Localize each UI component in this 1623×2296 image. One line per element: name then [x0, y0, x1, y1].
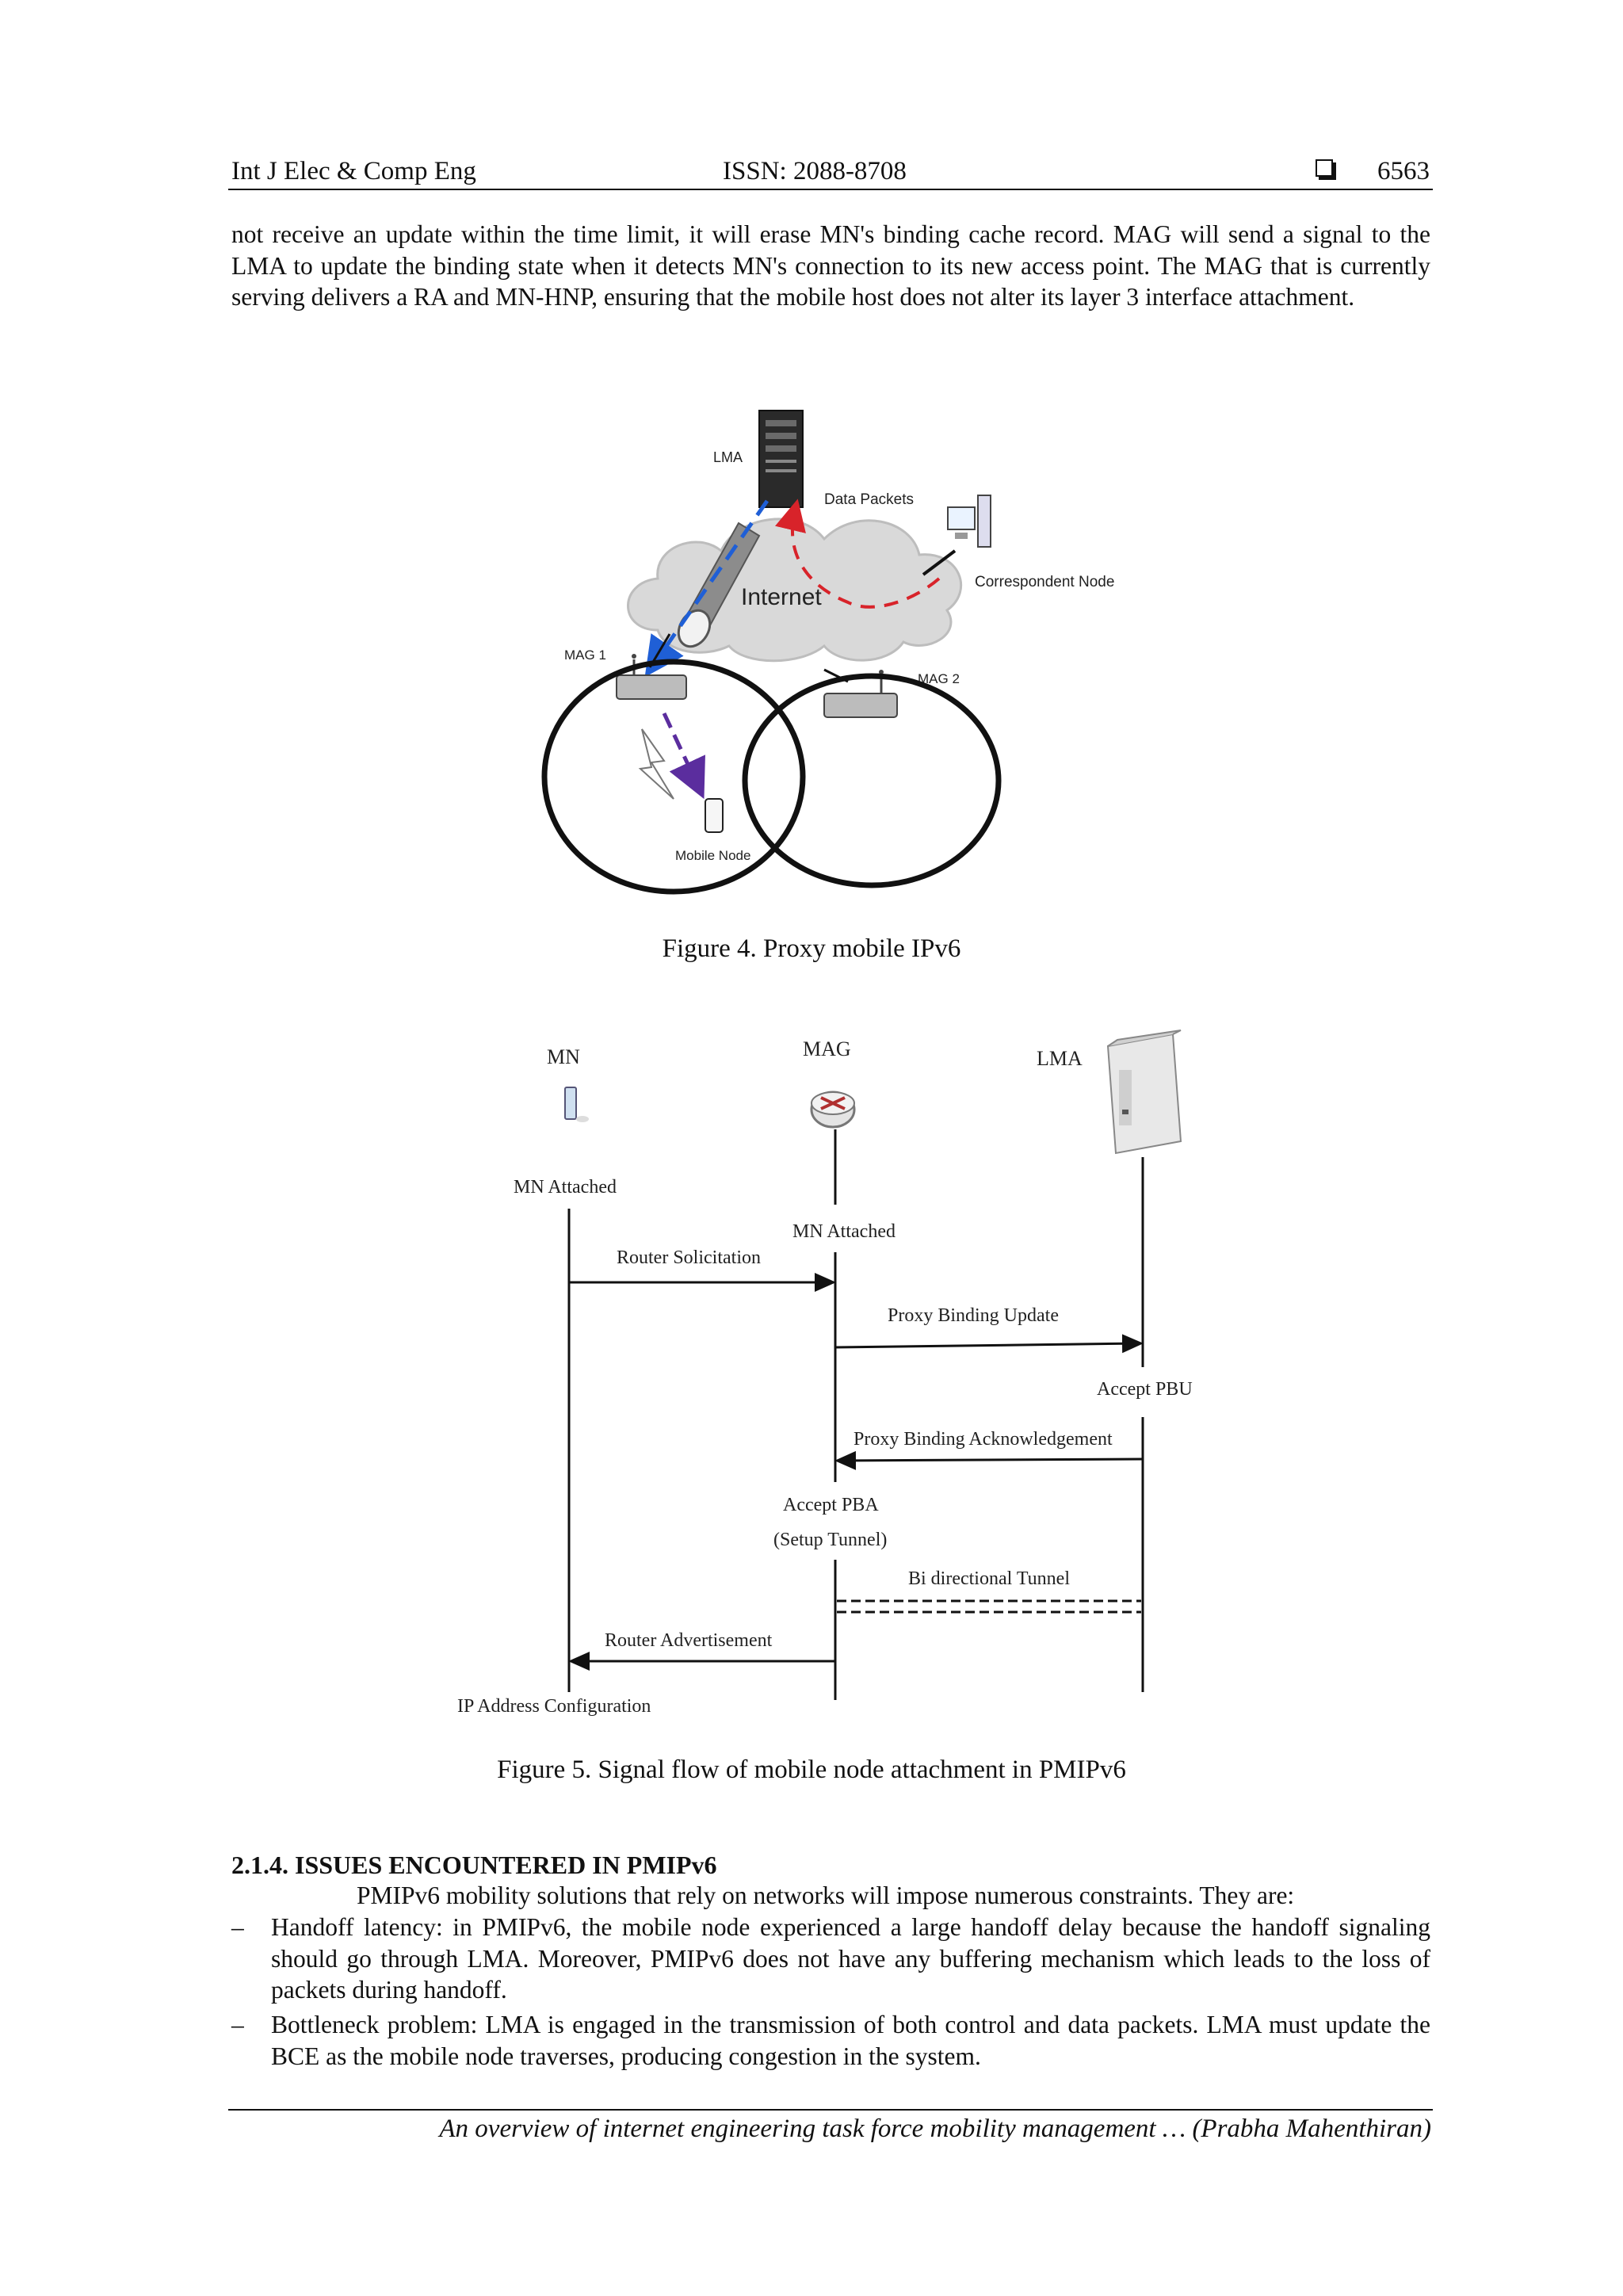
- data-packets-label: Data Packets: [824, 491, 914, 508]
- server-icon: [1106, 1030, 1182, 1155]
- section-intro: PMIPv6 mobility solutions that rely on n…: [357, 1881, 1295, 1909]
- running-footer: An overview of internet engineering task…: [439, 2115, 1431, 2143]
- mag1-label: MAG 1: [564, 648, 606, 663]
- mobile-phone-icon: [705, 798, 724, 833]
- bullet-marker: –: [231, 1913, 244, 1941]
- bidirectional-tunnel-label: Bi directional Tunnel: [908, 1568, 1070, 1589]
- mag2-label: MAG 2: [918, 671, 960, 686]
- ip-config-label: IP Address Configuration: [457, 1696, 651, 1717]
- mag-entity-label: MAG: [803, 1037, 851, 1060]
- mobile-node-label: Mobile Node: [675, 848, 750, 863]
- journal-name: Int J Elec & Comp Eng: [231, 157, 476, 185]
- router-icon: [810, 1091, 856, 1129]
- proxy-binding-update-label: Proxy Binding Update: [888, 1305, 1059, 1326]
- computer-icon: [947, 495, 991, 548]
- internet-cloud-icon: [627, 518, 962, 663]
- mn-entity-label: MN: [547, 1045, 580, 1068]
- signal-arrow: [644, 499, 769, 678]
- bullet-item: Bottleneck problem: LMA is engaged in th…: [271, 2011, 1430, 2070]
- figure-4-diagram: Internet LMA Data Packets Correspondent …: [541, 410, 1114, 895]
- setup-tunnel-label: (Setup Tunnel): [773, 1530, 887, 1550]
- mag2-coverage: [742, 673, 1002, 888]
- lma-server-icon: [758, 410, 804, 508]
- mn-attached-mag-label: MN Attached: [792, 1221, 896, 1242]
- issn: ISSN: 2088-8708: [723, 157, 907, 185]
- mn-attached-mn-label: MN Attached: [514, 1177, 617, 1198]
- mag1-coverage: [541, 659, 806, 895]
- router-advertisement-label: Router Advertisement: [605, 1630, 773, 1651]
- figure-4-caption: Figure 4. Proxy mobile IPv6: [662, 934, 961, 963]
- intro-paragraph: not receive an update within the time li…: [231, 220, 1430, 311]
- figure-5-diagram: MN MAG LMA MN Attached MN Attached Accep…: [457, 1030, 1193, 1717]
- proxy-binding-update-arrow: [834, 1334, 1144, 1354]
- internet-label: Internet: [741, 584, 822, 610]
- lma-label: LMA: [713, 449, 743, 465]
- footer-rule: [228, 2109, 1433, 2111]
- mobile-phone-icon: [564, 1087, 589, 1122]
- lma-entity-label: LMA: [1037, 1047, 1083, 1070]
- wireless-icon: [638, 728, 674, 800]
- cn-link: [922, 549, 957, 576]
- bullet-item: Handoff latency: in PMIPv6, the mobile n…: [271, 1913, 1430, 2004]
- page-number: 6563: [1377, 157, 1430, 185]
- bullet-marker: –: [231, 2011, 244, 2038]
- square-icon: [1316, 159, 1336, 180]
- data-packets-arrow: [775, 499, 941, 609]
- section-heading: 2.1.4. ISSUES ENCOUNTERED IN PMIPv6: [231, 1851, 717, 1879]
- router-solicitation-label: Router Solicitation: [617, 1247, 761, 1268]
- handoff-arrow: [662, 712, 705, 800]
- header-rule: [228, 189, 1433, 190]
- accept-pba-label: Accept PBA: [783, 1495, 879, 1515]
- proxy-binding-ack-arrow: [834, 1450, 1144, 1470]
- proxy-binding-ack-label: Proxy Binding Acknowledgement: [854, 1429, 1113, 1450]
- accept-pbu-label: Accept PBU: [1097, 1379, 1193, 1400]
- figure-5-caption: Figure 5. Signal flow of mobile node att…: [497, 1755, 1126, 1784]
- correspondent-node-label: Correspondent Node: [975, 574, 1114, 590]
